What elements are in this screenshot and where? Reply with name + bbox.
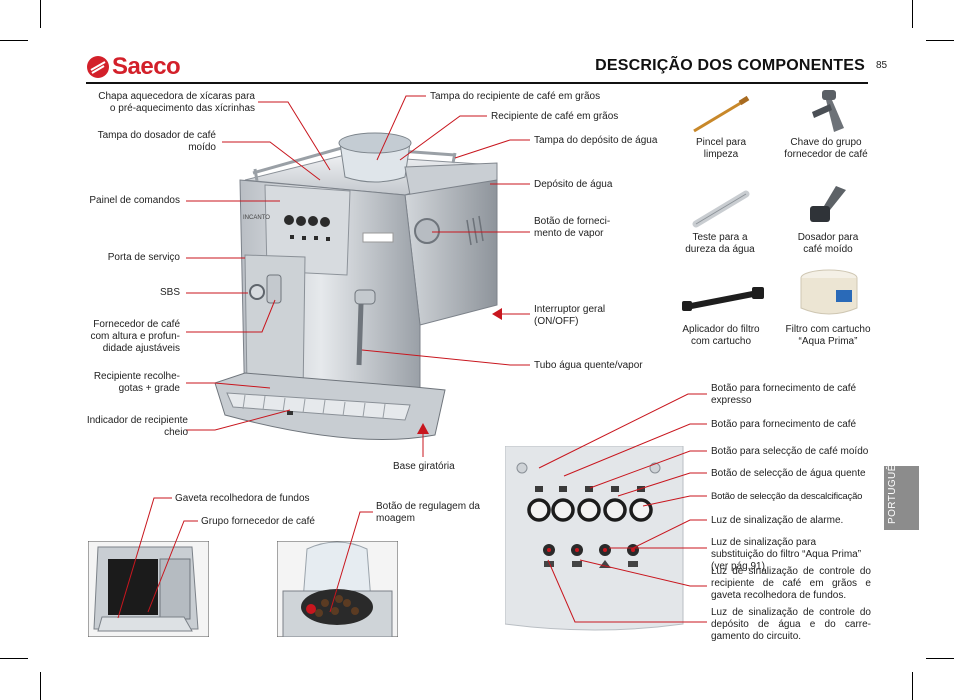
crop-mark [912,0,913,28]
accessory-hardness-test-label: Teste para a dureza da água [685,232,755,255]
page-title: DESCRIÇÃO DOS COMPONENTES [595,57,865,74]
label-bean-hopper-lid: Tampa do recipiente de café em grãos [430,91,601,102]
panel-label-ground-coffee: Botão para selecção de café moído [711,446,869,457]
label-swivel-base: Base giratória [393,461,455,472]
crop-mark [40,672,41,700]
label-service-door: Porta de serviço [107,252,180,263]
cleaning-brush-icon [693,95,750,133]
water-filter-cartridge-icon [800,269,858,315]
group-key-icon [812,90,844,132]
panel-label-water-circuit-light: Luz de sinalização de controle do depósi… [711,607,871,642]
label-cup-warmer: Chapa aquecedora de xícaras para o pré-a… [98,91,255,114]
label-water-tank: Depósito de água [534,179,613,190]
accessory-group-key-label: Chave do grupo fornecedor de café [784,137,868,160]
brand-logo: Saeco [112,53,181,80]
crop-mark [0,40,28,41]
panel-label-espresso: Botão para fornecimento de café expresso [711,383,857,406]
filter-applicator-icon [682,287,764,311]
saeco-logo-icon [87,56,109,78]
page-number: 85 [876,60,888,71]
coffee-grounds-drawer-photo [88,541,209,637]
panel-label-hot-water: Botão de selecção de água quente [711,468,866,479]
accessory-brush-label: Pincel para limpeza [695,137,747,160]
label-main-switch: Interruptor geral (ON/OFF) [534,304,606,327]
label-brew-group: Grupo fornecedor de café [201,516,315,527]
accessory-applicator-label: Aplicador do filtro com cartucho [682,324,760,347]
language-tab[interactable]: PORTUGUÊS [884,457,919,530]
label-grounds-drawer: Gaveta recolhedora de fundos [175,493,310,504]
label-ground-coffee-lid: Tampa do dosador de café moído [97,130,216,153]
panel-label-filter-light: Luz de sinalização para substituição do … [711,537,862,572]
header-rule [86,82,868,84]
crop-mark [40,0,41,28]
water-hardness-test-icon [692,190,750,228]
crop-mark [912,672,913,700]
panel-label-coffee: Botão para fornecimento de café [711,419,857,430]
accessory-filter-label: Filtro com cartucho “Aqua Prima” [785,324,871,347]
label-hot-water-steam-tube: Tubo água quente/vapor [534,360,643,371]
panel-label-alarm-light: Luz de sinalização de alarme. [711,515,844,526]
grinder-adjust-photo [277,541,398,637]
label-drip-tray: Recipiente recolhe-gotas + grade [93,371,180,394]
label-coffee-dispenser: Fornecedor de café com altura e profun-d… [90,319,181,354]
label-water-tank-lid: Tampa do depósito de água [534,135,658,146]
panel-label-beans-drawer-light: Luz de sinalização de controle do recipi… [711,566,871,601]
coffee-measure-icon [810,186,846,222]
crop-mark [926,658,954,659]
accessory-measure-label: Dosador para café moído [797,232,859,255]
machine-model-badge: INCANTO [243,215,270,221]
panel-label-descaling: Botão de selecção da descalcificação [711,491,863,502]
crop-mark [926,40,954,41]
crop-mark [0,658,28,659]
label-steam-knob: Botão de forneci-mento de vapor [534,216,611,239]
label-bean-hopper: Recipiente de café em grãos [491,111,619,122]
label-grinder-knob: Botão de regulagem da moagem [376,501,480,524]
label-control-panel: Painel de comandos [89,195,180,206]
label-full-indicator: Indicador de recipiente cheio [86,415,188,438]
label-sbs: SBS [159,287,180,298]
control-panel-illustration [505,446,684,631]
coffee-machine-illustration [214,132,498,440]
